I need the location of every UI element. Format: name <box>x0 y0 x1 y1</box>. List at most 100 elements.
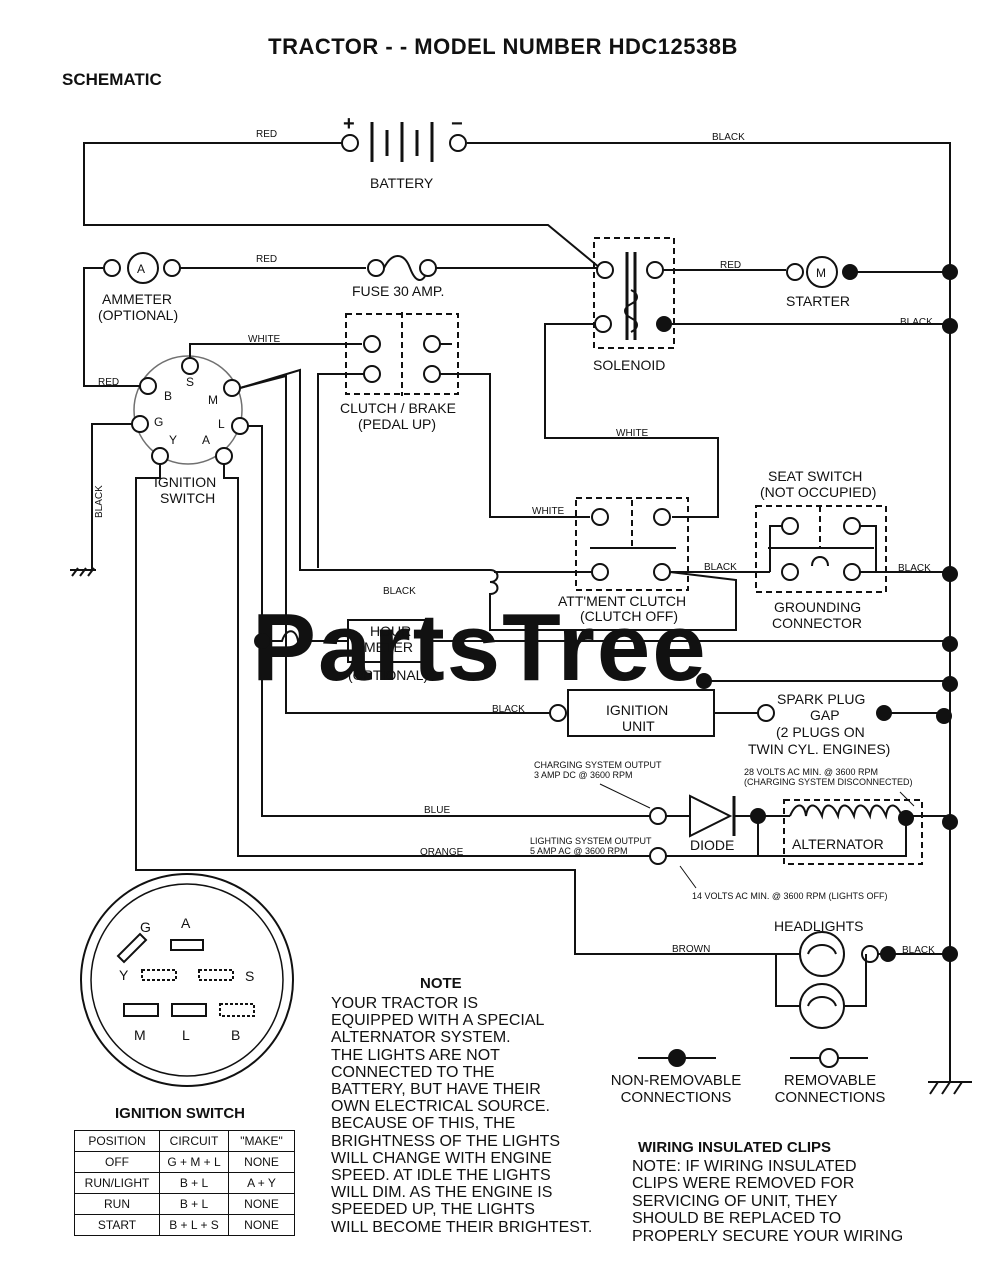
ignition-switch-label-1: IGNITION <box>154 474 216 490</box>
attment-clutch-sub-label: (CLUTCH OFF) <box>580 608 678 624</box>
note-line: EQUIPPED WITH A SPECIAL <box>331 1012 545 1030</box>
hour-meter-optional-label: (OPTIONAL) <box>348 667 428 683</box>
spark-plug-label-2: GAP <box>810 707 840 723</box>
face-letter-b: B <box>231 1027 240 1043</box>
face-letter-l: L <box>182 1027 190 1043</box>
starter-symbol: M <box>816 266 826 280</box>
table-cell: OFF <box>74 1151 160 1173</box>
spark-plug-label-4: TWIN CYL. ENGINES) <box>748 741 890 757</box>
wire-label-orange: ORANGE <box>420 847 464 858</box>
table-header-row: POSITION CIRCUIT "MAKE" <box>74 1130 295 1152</box>
face-letter-s: S <box>245 968 254 984</box>
legend-non-removable-line-1: NON-REMOVABLE <box>610 1072 742 1089</box>
wiring-clips-line: CLIPS WERE REMOVED FOR <box>632 1175 855 1193</box>
wire-label-white-clutch: WHITE <box>532 506 565 517</box>
face-letter-g: G <box>140 919 151 935</box>
diode-label: DIODE <box>690 837 734 853</box>
ignition-position-table: POSITION CIRCUIT "MAKE" OFF G + M + L NO… <box>74 1130 295 1236</box>
wire-label-red-battery: RED <box>256 129 277 140</box>
wire-label-black-attment: BLACK <box>704 562 737 573</box>
ignition-unit-label-2: UNIT <box>622 718 655 734</box>
clutch-brake-sub-label: (PEDAL UP) <box>358 416 436 432</box>
ammeter-label: AMMETER <box>102 291 172 307</box>
wiring-clips-line: SHOULD BE REPLACED TO <box>632 1210 842 1228</box>
note-line: BRIGHTNESS OF THE LIGHTS <box>331 1132 561 1150</box>
diagram-subtitle: SCHEMATIC <box>62 70 162 89</box>
note-line: WILL DIM. AS THE ENGINE IS <box>331 1184 553 1202</box>
terminal-l: L <box>218 417 225 431</box>
table-cell: NONE <box>228 1214 295 1236</box>
table-cell: START <box>74 1214 160 1236</box>
clutch-brake-label: CLUTCH / BRAKE <box>340 400 456 416</box>
note-line: BECAUSE OF THIS, THE <box>331 1115 516 1133</box>
attment-clutch-label: ATT'MENT CLUTCH <box>558 593 686 609</box>
ammeter-symbol: A <box>137 262 145 276</box>
note-line: SPEEDED UP, THE LIGHTS <box>331 1201 535 1219</box>
wire-label-black-solenoid: BLACK <box>900 317 933 328</box>
spark-plug-label-3: (2 PLUGS ON <box>776 724 865 740</box>
wiring-clips-body: NOTE: IF WIRING INSULATED CLIPS WERE REM… <box>632 1158 903 1245</box>
terminal-a: A <box>202 433 210 447</box>
seat-switch-label: SEAT SWITCH <box>768 468 862 484</box>
note-body: YOUR TRACTOR IS EQUIPPED WITH A SPECIAL … <box>331 995 631 1236</box>
battery-label: BATTERY <box>370 175 434 191</box>
wire-label-black-seat: BLACK <box>898 563 931 574</box>
legend-removable: REMOVABLE CONNECTIONS <box>762 1072 898 1106</box>
note-line: OWN ELECTRICAL SOURCE. <box>331 1098 550 1116</box>
table-cell: B + L <box>159 1172 229 1194</box>
note-line: YOUR TRACTOR IS <box>331 995 478 1012</box>
note-line: ALTERNATOR SYSTEM. <box>331 1029 511 1047</box>
headlights-label: HEADLIGHTS <box>774 918 863 934</box>
wiring-clips-line: NOTE: IF WIRING INSULATED <box>632 1158 857 1175</box>
volts28-label-2: (CHARGING SYSTEM DISCONNECTED) <box>744 777 913 787</box>
table-row: OFF G + M + L NONE <box>74 1151 295 1173</box>
note-line: CONNECTED TO THE <box>331 1063 495 1081</box>
table-row: RUN B + L NONE <box>74 1193 295 1215</box>
table-cell: A + Y <box>228 1172 295 1194</box>
grounding-connector-label-2: CONNECTOR <box>772 615 862 631</box>
table-cell: RUN <box>74 1193 160 1215</box>
table-row: RUN/LIGHT B + L A + Y <box>74 1172 295 1194</box>
terminal-m: M <box>208 393 218 407</box>
wire-label-white-ignition: WHITE <box>248 334 281 345</box>
table-header: "MAKE" <box>228 1130 295 1152</box>
battery-plus-label: + <box>343 113 355 135</box>
legend-removable-line-2: CONNECTIONS <box>774 1089 886 1106</box>
terminal-s: S <box>186 375 194 389</box>
table-cell: B + L + S <box>159 1214 229 1236</box>
volts28-label-1: 28 VOLTS AC MIN. @ 3600 RPM <box>744 767 878 777</box>
ammeter-optional-label: (OPTIONAL) <box>98 307 178 323</box>
table-cell: RUN/LIGHT <box>74 1172 160 1194</box>
wire-label-black-ground: BLACK <box>94 485 105 518</box>
hour-meter-label-1: HOUR <box>370 623 411 639</box>
table-cell: G + M + L <box>159 1151 229 1173</box>
starter-label: STARTER <box>786 293 850 309</box>
alternator-label: ALTERNATOR <box>792 836 884 852</box>
lighting-output-label-2: 5 AMP AC @ 3600 RPM <box>530 846 628 856</box>
hour-meter-label-2: METER <box>364 639 413 655</box>
wire-label-black-battery: BLACK <box>712 132 745 143</box>
legend-removable-line-1: REMOVABLE <box>783 1072 877 1089</box>
note-line: SPEED. AT IDLE THE LIGHTS <box>331 1167 551 1185</box>
legend-non-removable-line-2: CONNECTIONS <box>620 1089 732 1106</box>
seat-switch-sub-label: (NOT OCCUPIED) <box>760 484 876 500</box>
ignition-table-title: IGNITION SWITCH <box>115 1105 245 1122</box>
note-line: WILL BECOME THEIR BRIGHTEST. <box>331 1218 593 1236</box>
note-line: WILL CHANGE WITH ENGINE <box>331 1149 552 1167</box>
ignition-switch-label-2: SWITCH <box>160 490 215 506</box>
watermark: PartsTree <box>252 594 708 701</box>
table-header: CIRCUIT <box>159 1130 229 1152</box>
table-row: START B + L + S NONE <box>74 1214 295 1236</box>
ignition-unit-label-1: IGNITION <box>606 702 668 718</box>
wire-label-red-starter: RED <box>720 260 741 271</box>
table-header: POSITION <box>74 1130 160 1152</box>
diagram-title: TRACTOR - - MODEL NUMBER HDC12538B <box>268 34 738 59</box>
solenoid-label: SOLENOID <box>593 357 665 373</box>
charging-output-label-2: 3 AMP DC @ 3600 RPM <box>534 770 633 780</box>
fuse-label: FUSE 30 AMP. <box>352 283 444 299</box>
table-cell: NONE <box>228 1193 295 1215</box>
lighting-output-label-1: LIGHTING SYSTEM OUTPUT <box>530 836 652 846</box>
spark-plug-label-1: SPARK PLUG <box>777 691 865 707</box>
wiring-clips-line: PROPERLY SECURE YOUR WIRING <box>632 1227 904 1245</box>
